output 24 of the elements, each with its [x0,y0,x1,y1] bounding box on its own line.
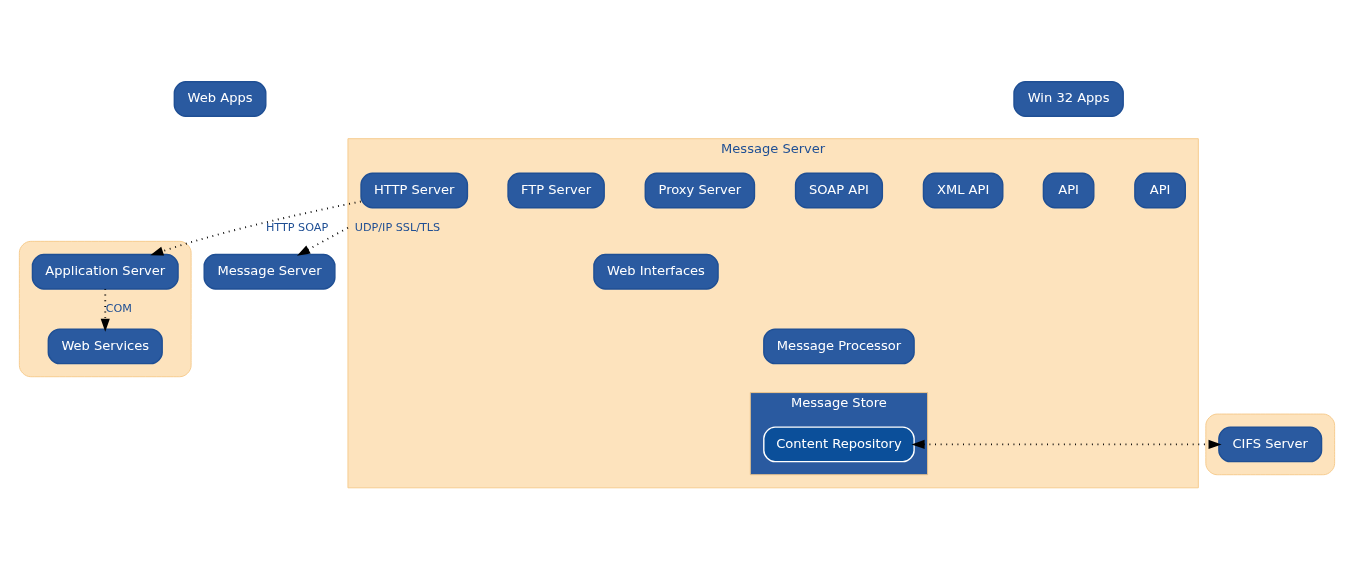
node-box: Proxy Server [644,172,756,208]
arrow [297,226,349,256]
node-box: Content Repository [763,425,915,462]
node-box: XML API [922,172,1004,208]
edge-label: HTTP SOAP [265,220,329,234]
node-box: Application Server [31,253,179,290]
node-box: CIFS Server [1218,425,1323,462]
node-box: HTTP Server [360,172,469,208]
arrow [911,439,1222,449]
cluster [18,240,192,377]
node-box: Web Services [47,327,163,364]
node-box: Message Processor [763,327,915,364]
node-box: FTP Server [507,172,605,208]
arrow [150,200,362,255]
node-box: API [1134,172,1186,208]
node-box: Win 32 Apps [1013,80,1124,117]
node-box: Web Apps [173,80,267,117]
node-box: Web Interfaces [593,253,719,290]
arrow [100,287,110,332]
edge-label: UDP/IP SSL/TLS [354,220,441,234]
edge-label: COM [105,301,132,315]
node-box: SOAP API [794,172,884,208]
node-box: API [1042,172,1095,208]
node-box: Message Server [203,253,336,290]
